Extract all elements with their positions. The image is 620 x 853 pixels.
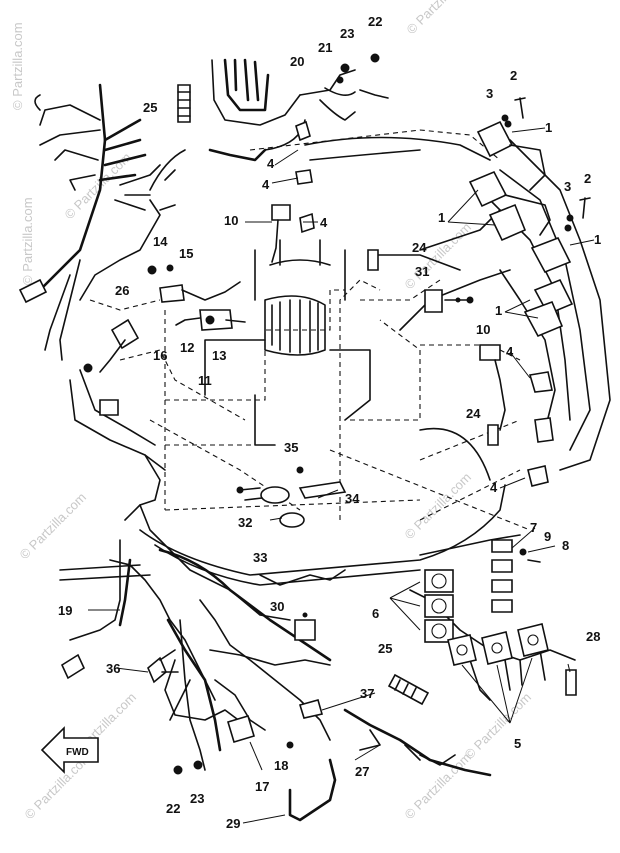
plug-25-top: [177, 84, 191, 123]
callout-30: 30: [270, 599, 284, 614]
callout-12: 12: [180, 340, 194, 355]
callout-31: 31: [415, 264, 429, 279]
clip-30: [294, 612, 316, 641]
relay-cluster: [147, 264, 246, 331]
callout-4: 4: [262, 177, 270, 192]
callout-numbers: 1 1 1 1 2 2 3 3 4 4 4 4 4 5 6 7 8 9 10 1…: [58, 14, 601, 831]
callout-32: 32: [238, 515, 252, 530]
callout-11: 11: [198, 373, 212, 388]
relays-6: [424, 569, 454, 643]
callout-26: 26: [115, 283, 129, 298]
callout-22: 22: [166, 801, 180, 816]
watermark: © Partzilla.com: [17, 490, 90, 563]
callout-4: 4: [267, 156, 275, 171]
callout-8: 8: [562, 538, 569, 553]
callout-36: 36: [106, 661, 120, 676]
callout-33: 33: [253, 550, 267, 565]
callout-27: 27: [355, 764, 369, 779]
callout-37: 37: [360, 686, 374, 701]
watermark: © Partzilla.com: [10, 22, 25, 110]
callout-2: 2: [510, 68, 517, 83]
callout-25: 25: [143, 100, 157, 115]
ignition-coils: [468, 120, 574, 338]
grommets-32-33: [236, 486, 305, 528]
callout-6: 6: [372, 606, 379, 621]
callout-5: 5: [514, 736, 521, 751]
callout-24: 24: [412, 240, 427, 255]
callout-34: 34: [345, 491, 360, 506]
wiring-harness-upper-left: [18, 83, 186, 361]
watermarks: © Partzilla.com © Partzilla.com © Partzi…: [10, 0, 534, 822]
callout-1: 1: [438, 210, 445, 225]
connector-19: [60, 653, 86, 680]
callout-14: 14: [153, 234, 168, 249]
plug-25-bottom: [387, 673, 430, 706]
fuse-holders-24: [367, 249, 499, 446]
connector-37: [298, 699, 324, 719]
callout-4: 4: [490, 480, 498, 495]
callout-23: 23: [340, 26, 354, 41]
connector-36: [147, 649, 179, 684]
sensors-10: [271, 204, 506, 431]
leader-lines: [88, 127, 595, 824]
brackets-7: [491, 539, 541, 613]
fwd-label: FWD: [66, 747, 89, 758]
callout-24: 24: [466, 406, 481, 421]
callout-4: 4: [320, 215, 328, 230]
callout-3: 3: [564, 179, 571, 194]
callout-7: 7: [530, 520, 537, 535]
crankcase: [204, 239, 491, 481]
callout-23: 23: [190, 791, 204, 806]
callout-13: 13: [212, 348, 226, 363]
callout-21: 21: [318, 40, 332, 55]
callout-15: 15: [179, 246, 193, 261]
callout-35: 35: [284, 440, 298, 455]
connectors-4: [295, 120, 554, 487]
callout-16: 16: [153, 348, 167, 363]
callout-22: 22: [368, 14, 382, 29]
switches-5: [447, 623, 549, 666]
wiring-main-left: [69, 369, 332, 771]
bracket-31: [424, 289, 474, 313]
watermark: © Partzilla.com: [402, 470, 475, 543]
callout-1: 1: [594, 232, 601, 247]
watermark: © Partzilla.com: [462, 690, 535, 763]
callout-1: 1: [545, 120, 552, 135]
bracket-left: [83, 318, 140, 416]
fwd-arrow-icon: FWD: [40, 726, 99, 774]
screws-2-3: [501, 97, 591, 222]
fuse-28: [565, 669, 577, 696]
callout-10: 10: [476, 322, 490, 337]
callout-3: 3: [486, 86, 493, 101]
callout-19: 19: [58, 603, 72, 618]
watermark: © Partzilla.com: [402, 750, 475, 823]
callout-29: 29: [226, 816, 240, 831]
watermark: © Partzilla.com: [20, 197, 35, 285]
callout-10: 10: [224, 213, 238, 228]
callout-2: 2: [584, 171, 591, 186]
watermark: © Partzilla.com: [404, 0, 477, 37]
wiring-harness-top: [208, 58, 491, 162]
callout-17: 17: [255, 779, 269, 794]
callout-20: 20: [290, 54, 304, 69]
callout-18: 18: [274, 758, 288, 773]
bracket-34: [296, 466, 347, 499]
harness-17: [173, 715, 294, 775]
cable-29: [288, 758, 337, 822]
parts-20-23: [324, 53, 380, 96]
callout-1: 1: [495, 303, 502, 318]
callout-28: 28: [586, 629, 600, 644]
callout-25: 25: [378, 641, 392, 656]
callout-9: 9: [544, 529, 551, 544]
callout-4: 4: [506, 344, 514, 359]
